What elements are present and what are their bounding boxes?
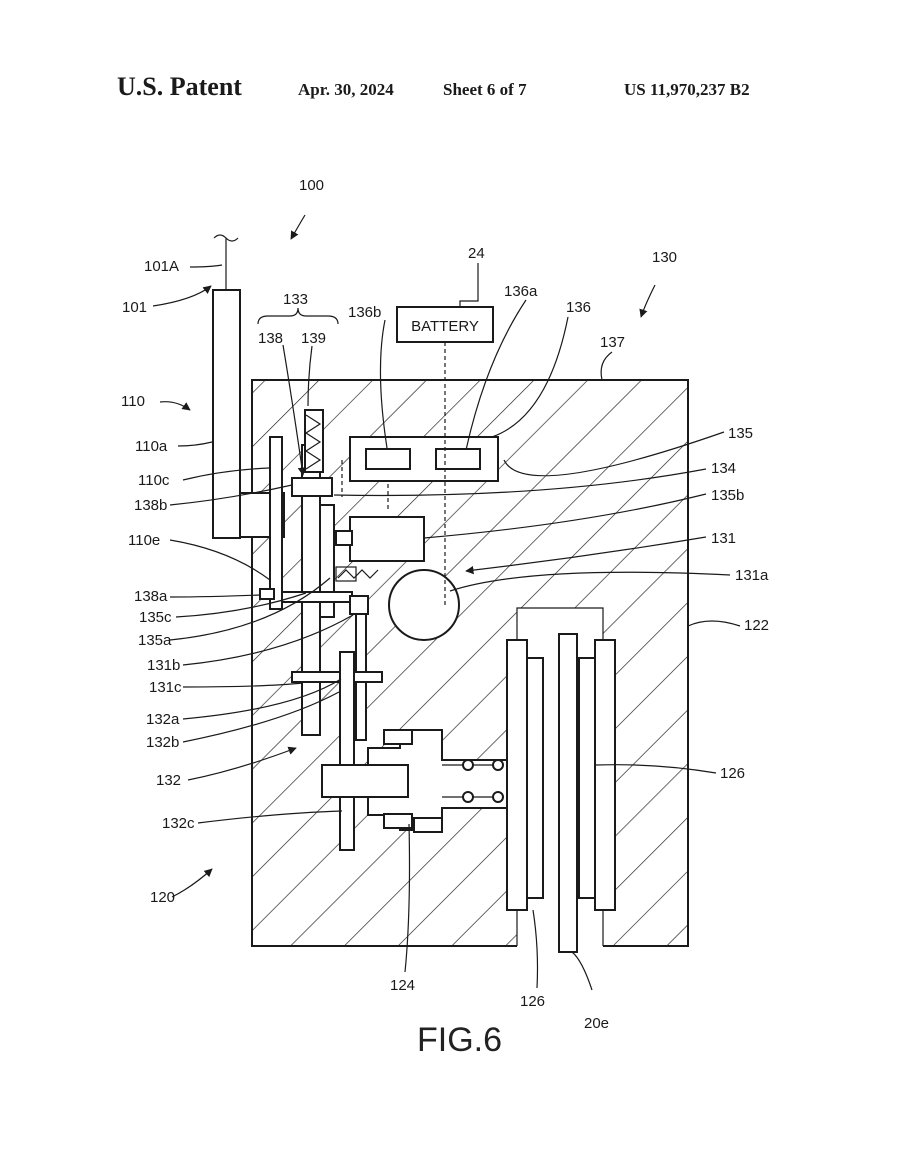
label-134: 134 [711,460,736,477]
patent-header: U.S. Patent Apr. 30, 2024 Sheet 6 of 7 U… [0,70,908,110]
label-132a: 132a [146,711,180,728]
label-101: 101 [122,299,147,316]
label-132: 132 [156,772,181,789]
label-131a: 131a [735,567,769,584]
connector-124 [321,729,517,833]
label-131: 131 [711,530,736,547]
label-122: 122 [744,617,769,634]
label-136a: 136a [504,283,538,300]
label-130: 130 [652,249,677,266]
label-24: 24 [468,245,485,262]
patent-number: US 11,970,237 B2 [624,80,750,99]
label-138a: 138a [134,588,168,605]
label-110c: 110c [138,472,170,489]
label-139: 139 [301,330,326,347]
figure-caption: FIG.6 [417,1021,502,1059]
mechanism-parts [259,409,460,851]
label-135c: 135c [139,609,172,626]
battery-label: BATTERY [411,318,479,335]
patent-date: Apr. 30, 2024 [298,80,394,99]
leader-lines [152,214,741,991]
switch-136 [349,436,499,482]
reference-labels: 100 101A 101 110 110a 110c 138b 110e 138… [121,177,769,1032]
label-124: 124 [390,977,415,994]
label-126-right: 126 [720,765,745,782]
label-136b: 136b [348,304,381,321]
label-132c: 132c [162,815,195,832]
sheet-number: Sheet 6 of 7 [443,80,527,99]
label-138b: 138b [134,497,167,514]
label-20e: 20e [584,1015,609,1032]
label-132b: 132b [146,734,179,751]
label-133: 133 [283,291,308,308]
label-136: 136 [566,299,591,316]
label-131c: 131c [149,679,182,696]
label-100: 100 [299,177,324,194]
label-110a: 110a [135,438,168,455]
label-135a: 135a [138,632,172,649]
label-101A: 101A [144,258,179,275]
patent-title: U.S. Patent [117,72,242,101]
label-135b: 135b [711,487,744,504]
label-138: 138 [258,330,283,347]
label-110: 110 [121,393,145,410]
label-135: 135 [728,425,753,442]
label-131b: 131b [147,657,180,674]
label-120: 120 [150,889,175,906]
label-110e: 110e [128,532,160,549]
label-137: 137 [600,334,625,351]
battery-24: BATTERY [341,306,494,605]
contacts-126 [506,633,616,953]
label-126-bottom: 126 [520,993,545,1010]
